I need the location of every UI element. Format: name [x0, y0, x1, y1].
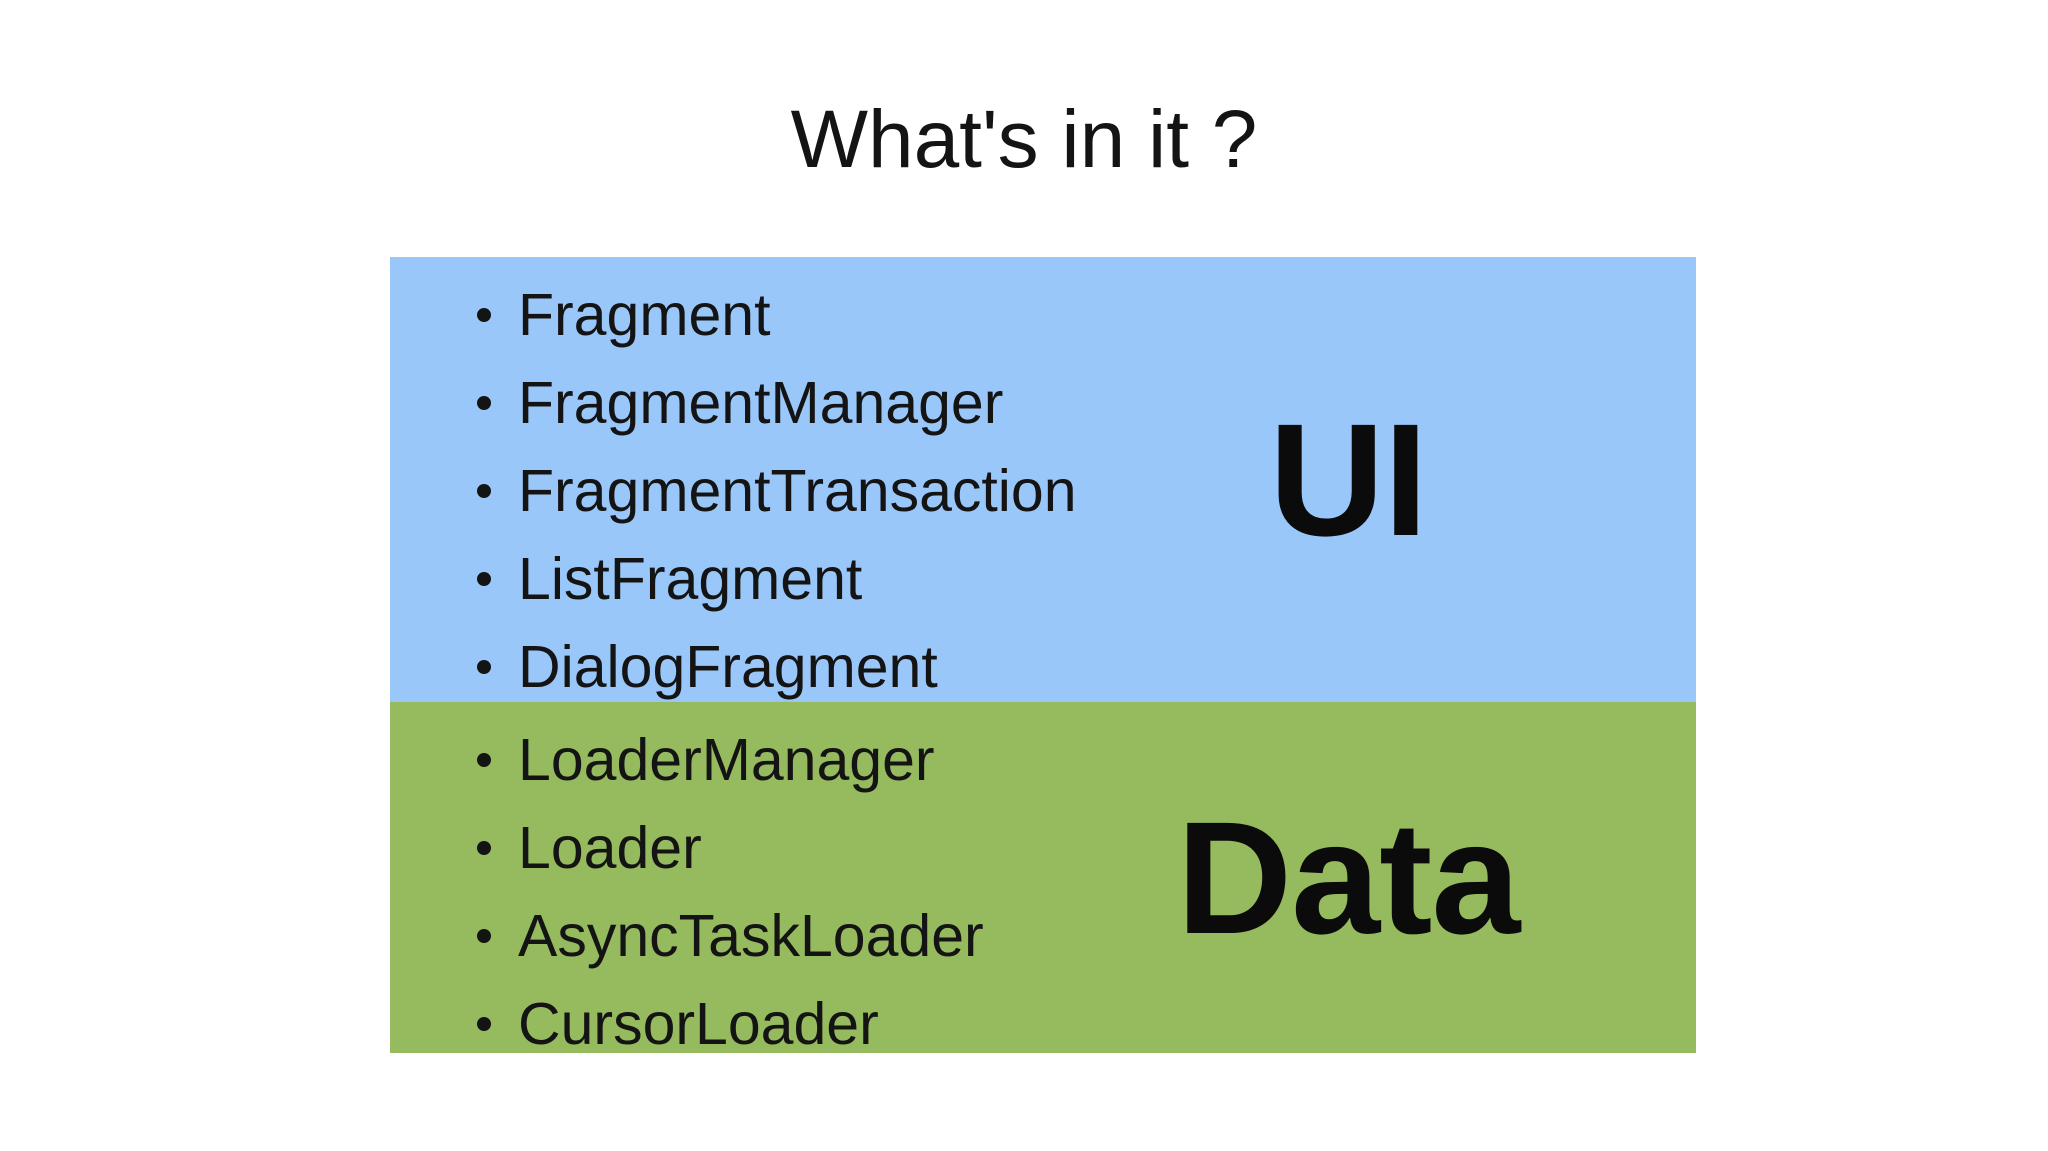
list-item-label: LoaderManager: [518, 727, 935, 793]
list-item: DialogFragment: [477, 623, 1696, 711]
list-item-label: DialogFragment: [518, 634, 938, 700]
section-ui: Fragment FragmentManager FragmentTransac…: [390, 257, 1696, 702]
list-item-label: ListFragment: [518, 546, 863, 612]
list-item-label: FragmentTransaction: [518, 458, 1077, 524]
list-item-label: CursorLoader: [518, 991, 879, 1057]
bullet-dot: [477, 484, 491, 498]
list-item-label: Fragment: [518, 282, 771, 348]
list-item-label: FragmentManager: [518, 370, 1004, 436]
section-data: LoaderManager Loader AsyncTaskLoader Cur…: [390, 702, 1696, 1057]
bullet-dot: [477, 1017, 491, 1031]
section-data-label: Data: [1176, 787, 1521, 967]
bullet-dot: [477, 396, 491, 410]
bullet-dot: [477, 753, 491, 767]
list-item-label: Loader: [518, 815, 702, 881]
list-item: FragmentTransaction: [477, 447, 1696, 535]
section-ui-label: UI: [1269, 389, 1428, 569]
list-item: FragmentManager: [477, 359, 1696, 447]
bullet-dot: [477, 660, 491, 674]
bullet-dot: [477, 841, 491, 855]
bullet-dot: [477, 308, 491, 322]
bullet-dot: [477, 929, 491, 943]
data-bullet-list: LoaderManager Loader AsyncTaskLoader Cur…: [390, 702, 1696, 1068]
list-item: Fragment: [477, 271, 1696, 359]
ui-bullet-list: Fragment FragmentManager FragmentTransac…: [390, 257, 1696, 711]
list-item: ListFragment: [477, 535, 1696, 623]
list-item: Loader: [477, 804, 1696, 892]
slide-title: What's in it ?: [790, 94, 1258, 185]
bullet-dot: [477, 572, 491, 586]
list-item-label: AsyncTaskLoader: [518, 903, 984, 969]
list-item: AsyncTaskLoader: [477, 892, 1696, 980]
list-item: LoaderManager: [477, 716, 1696, 804]
list-item: CursorLoader: [477, 980, 1696, 1068]
